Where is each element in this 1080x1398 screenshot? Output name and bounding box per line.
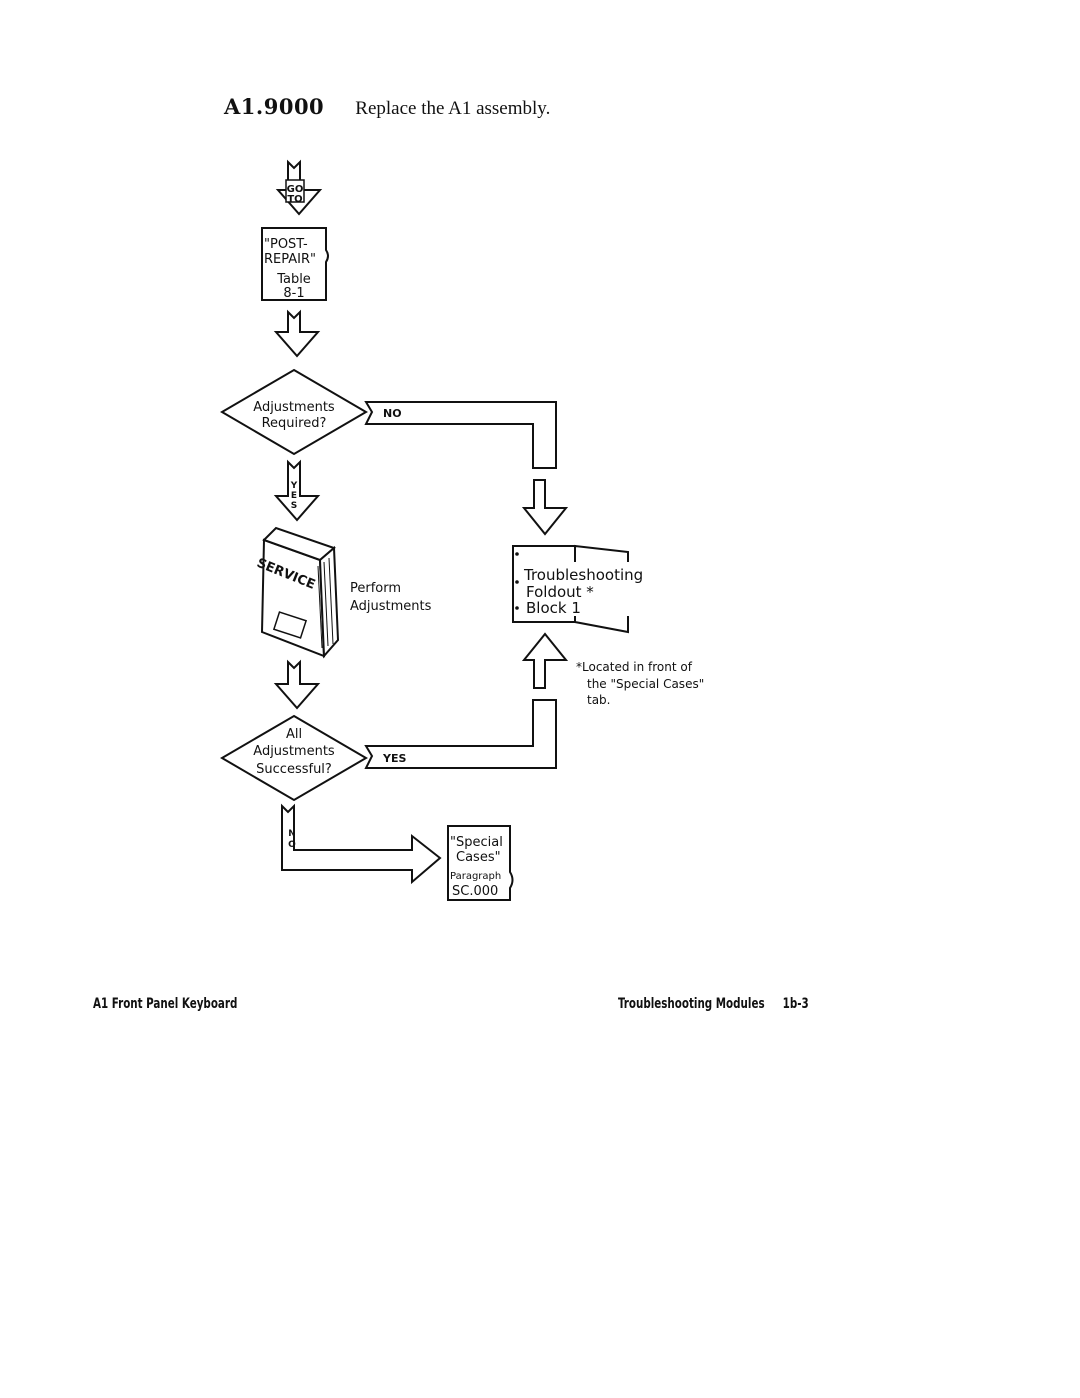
special-line2: Cases" bbox=[456, 850, 501, 865]
step-description: Replace the A1 assembly. bbox=[355, 98, 551, 119]
perform-line1: Perform bbox=[350, 581, 401, 596]
footer-chapter: Troubleshooting Modules 1b-3 bbox=[618, 996, 809, 1012]
post-repair-line3: Table bbox=[276, 272, 311, 287]
post-repair-line4: 8-1 bbox=[283, 286, 304, 301]
yes-branch-label: YES bbox=[382, 752, 406, 765]
goto-arrow: GO TO bbox=[275, 159, 323, 216]
service-manual-icon: SERVICE bbox=[255, 526, 340, 659]
post-repair-reference: "POST- REPAIR" Table 8-1 bbox=[261, 227, 329, 301]
decision-adjust-line2: Required? bbox=[262, 416, 327, 431]
no-letter-2: O bbox=[288, 840, 296, 850]
yes-branch-arrow: YES bbox=[364, 632, 569, 769]
goto-line1: GO bbox=[287, 184, 304, 195]
special-cases-reference: "Special Cases" Paragraph SC.000 bbox=[447, 825, 514, 901]
no-arrow: N O bbox=[281, 803, 442, 885]
no-branch-label: NO bbox=[383, 407, 402, 420]
no-branch-arrow: NO bbox=[364, 401, 569, 536]
page-number: 1b-3 bbox=[782, 996, 809, 1012]
down-arrow-2 bbox=[273, 659, 321, 710]
step-heading: A1.9000 Replace the A1 assembly. bbox=[224, 94, 550, 124]
post-repair-line2: REPAIR" bbox=[264, 252, 316, 267]
post-repair-line1: "POST- bbox=[264, 237, 308, 252]
no-letter-1: N bbox=[288, 829, 296, 839]
note-line2: the "Special Cases" bbox=[587, 677, 704, 691]
note-line3: tab. bbox=[587, 693, 611, 707]
perform-line2: Adjustments bbox=[350, 599, 432, 614]
foldout-line1: Troubleshooting bbox=[523, 566, 643, 584]
decision-adjustments-successful: All Adjustments Successful? bbox=[220, 714, 368, 802]
yes-letter-3: S bbox=[291, 501, 297, 511]
decision-success-line2: Adjustments bbox=[253, 744, 335, 759]
note-line1: *Located in front of bbox=[576, 660, 693, 674]
footer-chapter-title: Troubleshooting Modules bbox=[618, 996, 765, 1012]
foldout-line3: Block 1 bbox=[526, 599, 581, 617]
foldout-line2: Foldout * bbox=[526, 583, 594, 601]
step-code: A1.9000 bbox=[224, 94, 325, 119]
troubleshooting-foldout-reference: Troubleshooting Foldout * Block 1 bbox=[512, 544, 643, 634]
footer-section-title: A1 Front Panel Keyboard bbox=[93, 996, 238, 1012]
special-line1: "Special bbox=[450, 835, 503, 850]
special-line4: SC.000 bbox=[452, 884, 498, 899]
goto-line2: TO bbox=[287, 194, 302, 205]
yes-letter-2: E bbox=[291, 491, 297, 501]
decision-success-line3: Successful? bbox=[256, 762, 332, 777]
yes-letter-1: Y bbox=[290, 481, 298, 491]
yes-arrow: Y E S bbox=[273, 459, 321, 522]
down-arrow-1 bbox=[273, 309, 321, 358]
decision-adjustments-required: Adjustments Required? bbox=[220, 368, 368, 456]
special-line3: Paragraph bbox=[450, 871, 501, 882]
decision-adjust-line1: Adjustments bbox=[253, 400, 335, 415]
decision-success-line1: All bbox=[286, 727, 302, 742]
